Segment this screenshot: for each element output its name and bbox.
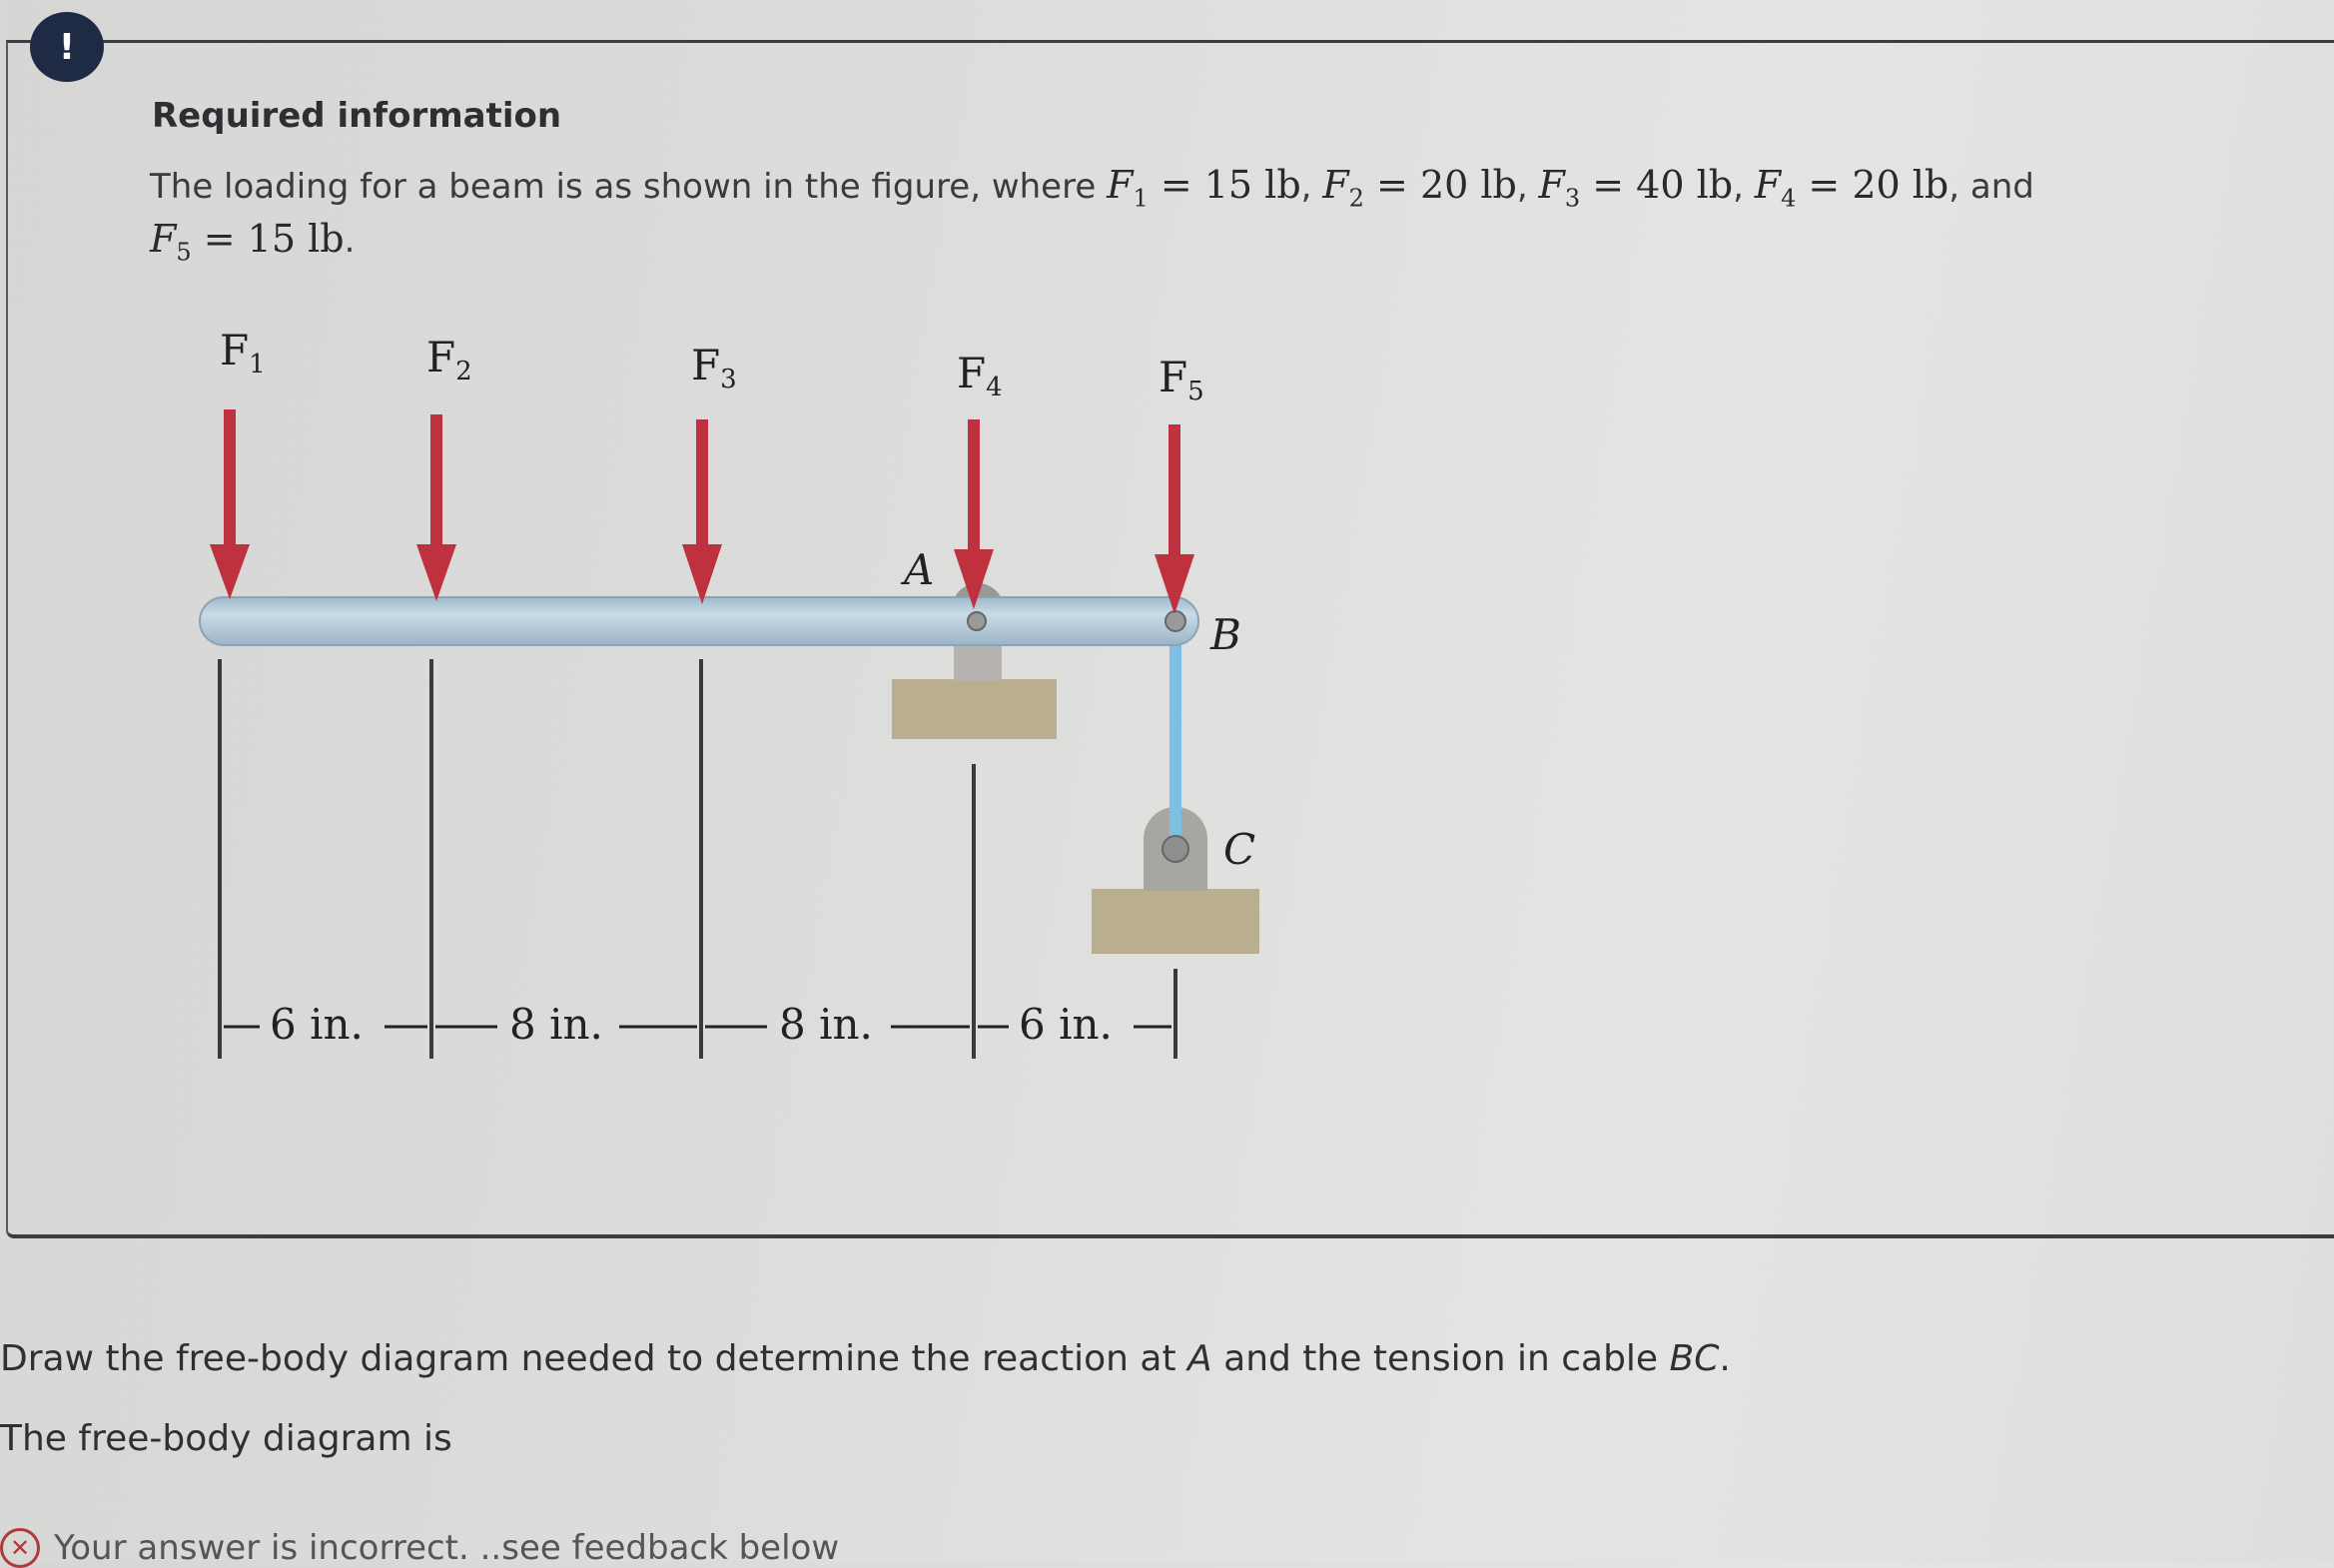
force-arrows [210,409,1194,614]
force-f1: F1 = 15 lb [1107,163,1301,213]
svg-text:8 in.: 8 in. [509,1000,603,1049]
label-f1: F1 [220,326,266,380]
force-f3: F3 = 40 lb [1538,163,1734,213]
feedback-text[interactable]: Your answer is incorrect. ..see feedback… [54,1528,840,1568]
and-word: and [1969,167,2034,207]
required-info-title: Required information [152,96,562,136]
svg-text:6 in.: 6 in. [270,1000,364,1049]
label-f4: F4 [957,349,1003,402]
feedback-row: ✕ Your answer is incorrect. ..see feedba… [0,1528,839,1568]
force-f5: F5 = 15 lb [150,216,345,267]
label-c: C [1223,825,1255,874]
label-f5: F5 [1159,353,1204,406]
exclamation-icon: ! [30,12,104,82]
prompt-prefix: The loading for a beam is as shown in th… [150,167,1097,207]
pin-a [967,611,987,631]
pin-b [1165,610,1186,632]
required-info-panel [6,40,2334,1238]
label-f2: F2 [426,333,472,387]
incorrect-icon: ✕ [0,1528,40,1568]
force-f4: F4 = 20 lb [1754,163,1949,213]
problem-statement: The loading for a beam is as shown in th… [150,163,2034,267]
question-text: Draw the free-body diagram needed to det… [0,1338,1731,1379]
label-b: B [1209,610,1241,659]
dimension-labels: 6 in. 8 in. 8 in. 6 in. [270,1000,1113,1049]
extension-lines [218,659,1177,1059]
beam-figure: F1 F2 F3 F4 F5 A B C 6 in. 8 in. 8 in. 6… [199,326,1259,1059]
label-a: A [900,545,934,594]
beam [199,596,1199,646]
svg-text:6 in.: 6 in. [1019,1000,1113,1049]
label-f3: F3 [691,341,737,394]
svg-text:8 in.: 8 in. [779,1000,873,1049]
fbd-prompt: The free-body diagram is [0,1418,452,1459]
force-f2: F2 = 20 lb [1322,163,1517,213]
pin-c [1162,835,1189,863]
